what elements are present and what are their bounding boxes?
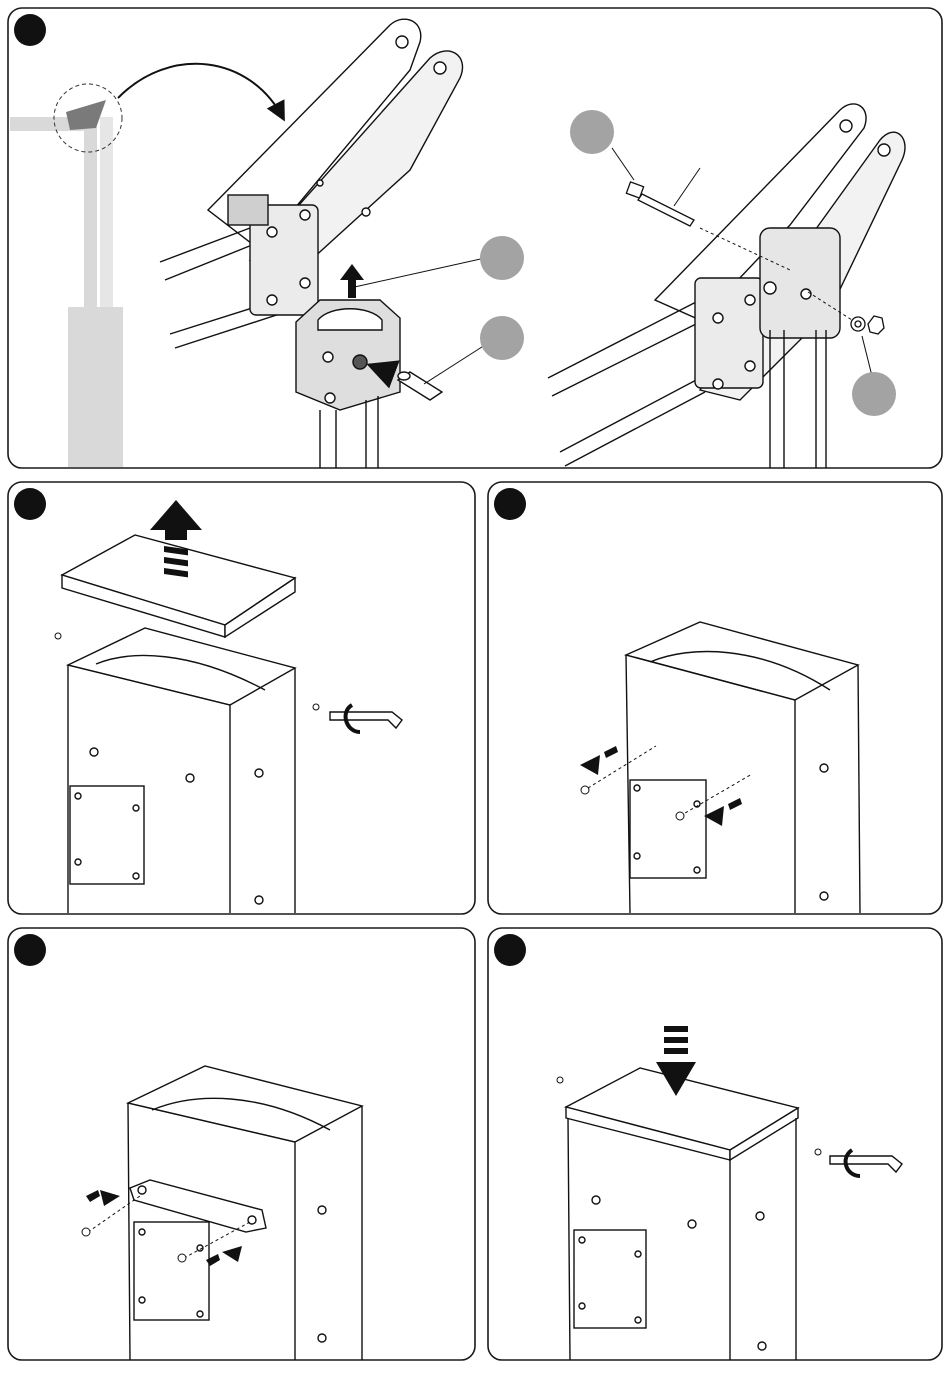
step-marker-5 — [494, 934, 526, 966]
step-marker-3 — [494, 488, 526, 520]
panel-4 — [8, 928, 475, 1360]
callout-c — [570, 110, 614, 154]
callout-d — [852, 372, 896, 416]
panel-1 — [8, 8, 942, 468]
panel-2 — [8, 482, 475, 914]
step-marker-1 — [14, 14, 46, 46]
step-marker-4 — [14, 934, 46, 966]
panel-3 — [488, 482, 942, 914]
step-marker-2 — [14, 488, 46, 520]
panel-5 — [488, 928, 942, 1360]
callout-a — [480, 236, 524, 280]
callout-b — [480, 316, 524, 360]
